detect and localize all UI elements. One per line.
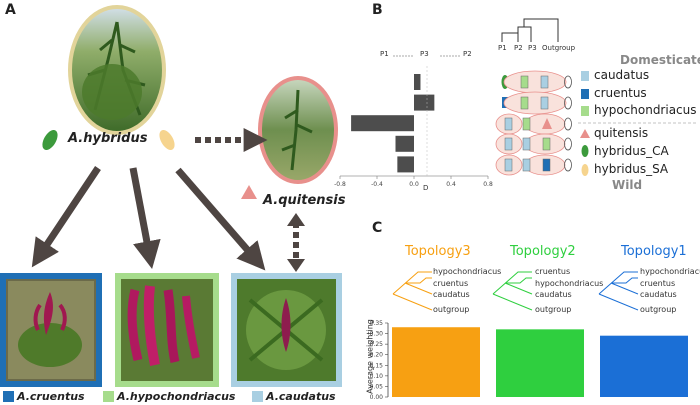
quitensis-photo (258, 76, 338, 184)
d-axis-tick-label: 0.4 (446, 181, 456, 188)
t3-tip-2: cruentus (433, 279, 469, 288)
p-label-left: P1 (380, 50, 389, 58)
p-label-right: P2 (463, 50, 472, 58)
hypochondriacus-photo (115, 273, 219, 387)
weighting-tick-label: 0.30 (370, 331, 384, 338)
quartet-rows (495, 70, 572, 176)
tree-tip-p3: P3 (528, 44, 537, 52)
d-axis-tick-label: -0.8 (334, 181, 346, 188)
tree-tip-p1: P1 (498, 44, 507, 52)
arrow-to-hypochondriacus (129, 167, 161, 270)
legend-caudatus: caudatus (594, 68, 650, 82)
t3-tip-1: hypochondriacus (433, 267, 502, 276)
legend-quitensis: quitensis (594, 126, 649, 140)
weighting-tick-label: 0.15 (370, 362, 384, 369)
weighting-tick-label: 0.00 (370, 394, 384, 401)
weighting-tick-label: 0.35 (370, 320, 384, 327)
d-stat-bar (397, 156, 414, 173)
d-stat-bar (351, 115, 414, 132)
d-stat-bar (414, 74, 421, 90)
weighting-tick-label: 0.20 (370, 352, 384, 359)
topology3-tree (392, 271, 433, 311)
quitensis-triangle-marker (241, 185, 257, 199)
topology1-title: Topology1 (621, 244, 687, 259)
caudatus-label: A.caudatus (266, 390, 336, 403)
t2-tip-2: hypochondriacus (535, 279, 604, 288)
panel-a-label: A (5, 2, 16, 18)
legend-cruentus: cruentus (594, 86, 647, 100)
weighting-ylabel: Average weighting (365, 319, 375, 394)
legend-caudatus-swatch (581, 71, 589, 81)
t2-tip-1: cruentus (535, 267, 571, 276)
t1-tip-4: outgroup (640, 305, 677, 314)
hybridus-sa-marker (159, 130, 175, 150)
hybridus-label: A.hybridus (68, 131, 148, 146)
gene-flow-arrow-caudatus (287, 213, 305, 272)
panel-c-label: C (372, 220, 383, 236)
weighting-tick-label: 0.10 (370, 373, 384, 380)
t2-tip-3: caudatus (535, 290, 572, 299)
panel-b-label: B (372, 2, 383, 18)
d-axis-tick-label: -0.4 (371, 181, 383, 188)
legend-hybridus-ca-swatch (581, 145, 589, 157)
hybridus-ca-marker (42, 130, 58, 150)
hypochondriacus-label: A.hypochondriacus (117, 390, 236, 403)
p-label-mid: P3 (420, 50, 429, 58)
d-stat-bar (395, 135, 414, 152)
legend-quitensis-swatch (580, 129, 590, 138)
legend-hybridus-ca: hybridus_CA (594, 144, 669, 158)
legend-domesticated-header: Domesticated (620, 53, 700, 67)
t1-tip-2: cruentus (640, 279, 676, 288)
quitensis-label: A.quitensis (263, 193, 346, 208)
legend-hybridus-sa: hybridus_SA (594, 162, 669, 176)
legend-hybridus-sa-swatch (581, 164, 589, 176)
t3-tip-3: caudatus (433, 290, 470, 299)
caudatus-legend-swatch (252, 391, 263, 402)
legend-hypochondriacus-swatch (581, 106, 589, 116)
cruentus-label: A.cruentus (17, 390, 85, 403)
arrow-to-caudatus (175, 167, 266, 271)
t2-tip-4: outgroup (535, 305, 572, 314)
dstat-tree (501, 18, 559, 42)
tree-tip-p2: P2 (514, 44, 523, 52)
d-axis-label: D (423, 184, 429, 192)
d-axis-tick-label: 0.8 (483, 181, 493, 188)
weighting-tick-label: 0.05 (370, 383, 384, 390)
legend-hypochondriacus: hypochondriacus (594, 103, 697, 117)
d-stat-chart: -0.8 -0.4 0.0 0.4 0.8 (334, 66, 493, 188)
topology2-tree (492, 271, 533, 311)
d-stat-bar (414, 94, 435, 111)
weighting-tick-label: 0.25 (370, 341, 384, 348)
cruentus-photo (0, 273, 102, 387)
hypochondriacus-legend-swatch (103, 391, 114, 402)
caudatus-photo (231, 273, 342, 387)
d-axis-tick-label: 0.0 (409, 181, 419, 188)
legend-cruentus-swatch (581, 89, 589, 99)
weighting-bar-topology2 (496, 329, 584, 397)
tree-tip-outgroup: Outgroup (542, 44, 576, 52)
cruentus-legend-swatch (3, 391, 14, 402)
legend-wild-header: Wild (612, 178, 643, 192)
t3-tip-4: outgroup (433, 305, 470, 314)
topology3-title: Topology3 (405, 244, 471, 259)
weighting-chart: 0.00 0.05 0.10 0.15 0.20 0.25 0.30 0.35 (370, 320, 688, 401)
hybridus-photo (68, 5, 166, 135)
topology1-tree (598, 271, 639, 311)
arrow-to-cruentus (31, 166, 101, 268)
t1-tip-1: hypochondriacus (640, 267, 700, 276)
t1-tip-3: caudatus (640, 290, 677, 299)
weighting-bar-topology1 (600, 335, 688, 397)
topology2-title: Topology2 (510, 244, 576, 259)
weighting-bar-topology3 (392, 327, 480, 397)
